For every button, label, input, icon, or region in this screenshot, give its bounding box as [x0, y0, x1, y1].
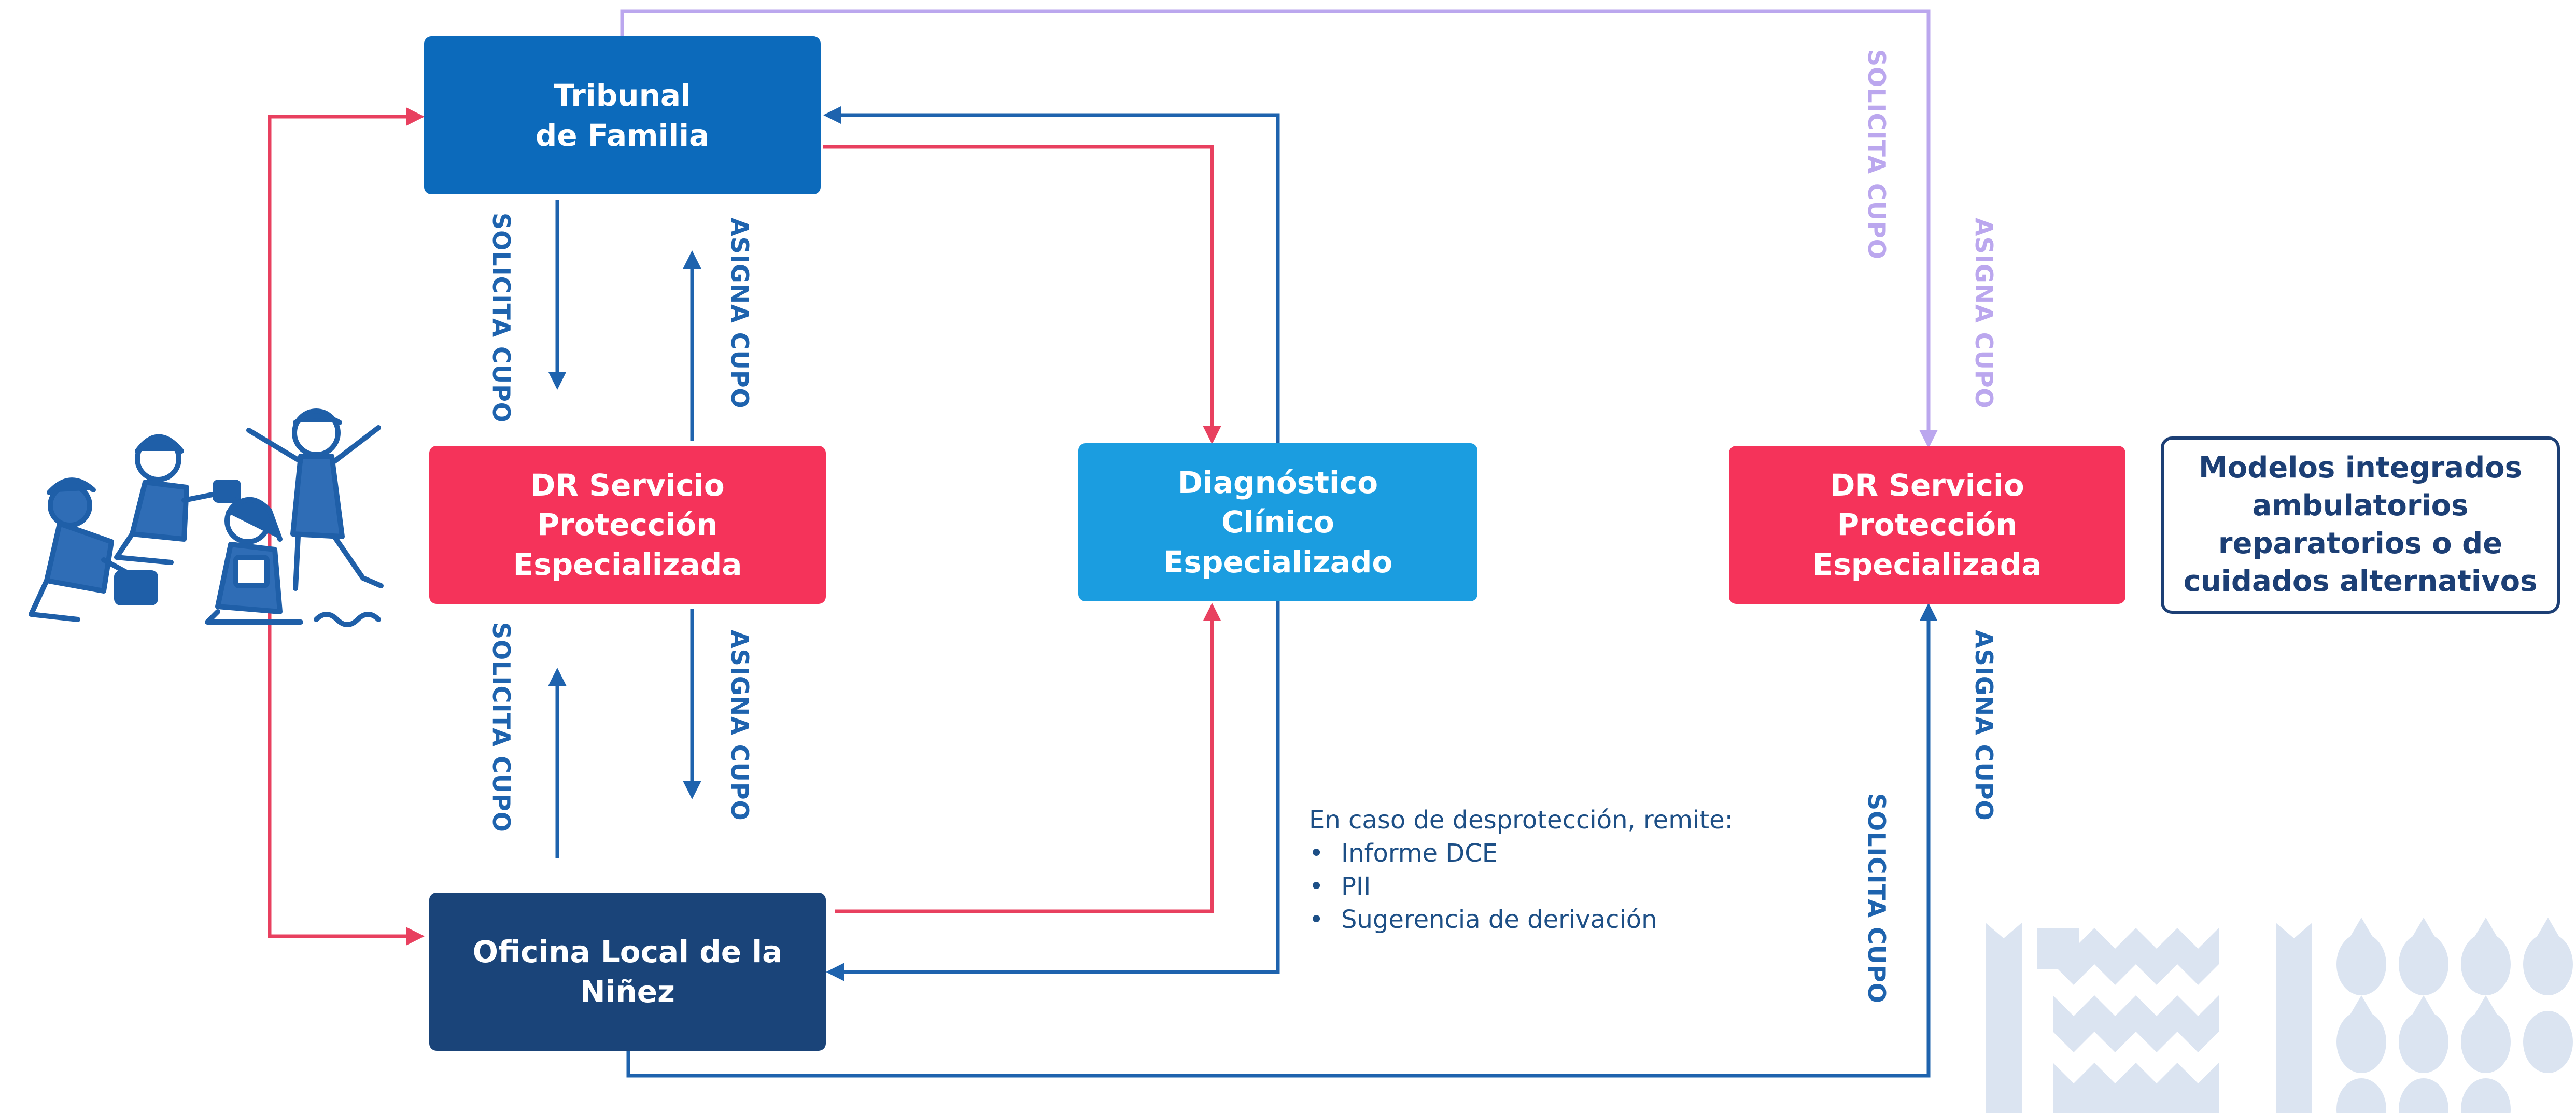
label-asigna-cupo-purple: ASIGNA CUPO [1970, 218, 1998, 409]
referral-note-item: Informe DCE [1309, 837, 1733, 870]
blue-connectors [548, 106, 1938, 1078]
arrow-tribunal-to-dr-right [620, 9, 1938, 448]
arrow-diagnostico-to-tribunal [823, 106, 1280, 443]
arrow-oficina-to-diagnostico [835, 603, 1221, 913]
node-diagnostico-label: Diagnóstico Clínico Especializado [1163, 464, 1393, 580]
label-solicita-cupo-right: SOLICITA CUPO [1863, 793, 1891, 1004]
arrow-tribunal-to-diagnostico [823, 145, 1221, 444]
children-illustration-icon [29, 408, 384, 627]
arrow-children-to-oficina [268, 622, 425, 946]
node-tribunal-label: Tribunal de Familia [535, 77, 710, 153]
label-solicita-cupo-top: SOLICITA CUPO [487, 213, 515, 423]
label-asigna-cupo-right: ASIGNA CUPO [1970, 630, 1998, 821]
label-asigna-cupo-bottom: ASIGNA CUPO [726, 630, 754, 821]
node-tribunal: Tribunal de Familia [424, 36, 821, 194]
referral-note-item: PII [1309, 870, 1733, 903]
node-dr-servicio-right: DR Servicio Protección Especializada [1729, 446, 2125, 604]
label-asigna-cupo-top: ASIGNA CUPO [726, 218, 754, 409]
arrow-oficina-to-dr-right [626, 603, 1938, 1078]
label-solicita-cupo-purple: SOLICITA CUPO [1863, 49, 1891, 260]
referral-note-intro: En caso de desprotección, remite: [1309, 806, 1733, 835]
models-box: Modelos integrados ambulatorios reparato… [2161, 436, 2560, 614]
node-oficina-local: Oficina Local de la Niñez [429, 893, 826, 1051]
arrow-children-to-tribunal [268, 107, 425, 622]
node-oficina-local-label: Oficina Local de la Niñez [472, 934, 783, 1009]
referral-note-list: Informe DCE PII Sugerencia de derivación [1309, 837, 1733, 936]
node-diagnostico: Diagnóstico Clínico Especializado [1078, 443, 1477, 601]
referral-note: En caso de desprotección, remite: Inform… [1309, 804, 1733, 936]
arrow-diagnostico-to-oficina [826, 601, 1280, 981]
models-label: Modelos integrados ambulatorios reparato… [2183, 451, 2538, 598]
decorative-pattern-icon [1986, 918, 2573, 1113]
node-dr-servicio-left: DR Servicio Protección Especializada [429, 446, 826, 604]
referral-note-item: Sugerencia de derivación [1309, 903, 1733, 936]
red-connectors [268, 107, 1221, 946]
node-dr-servicio-left-label: DR Servicio Protección Especializada [513, 467, 742, 582]
label-solicita-cupo-bottom: SOLICITA CUPO [487, 622, 515, 833]
node-dr-servicio-right-label: DR Servicio Protección Especializada [1812, 467, 2042, 582]
